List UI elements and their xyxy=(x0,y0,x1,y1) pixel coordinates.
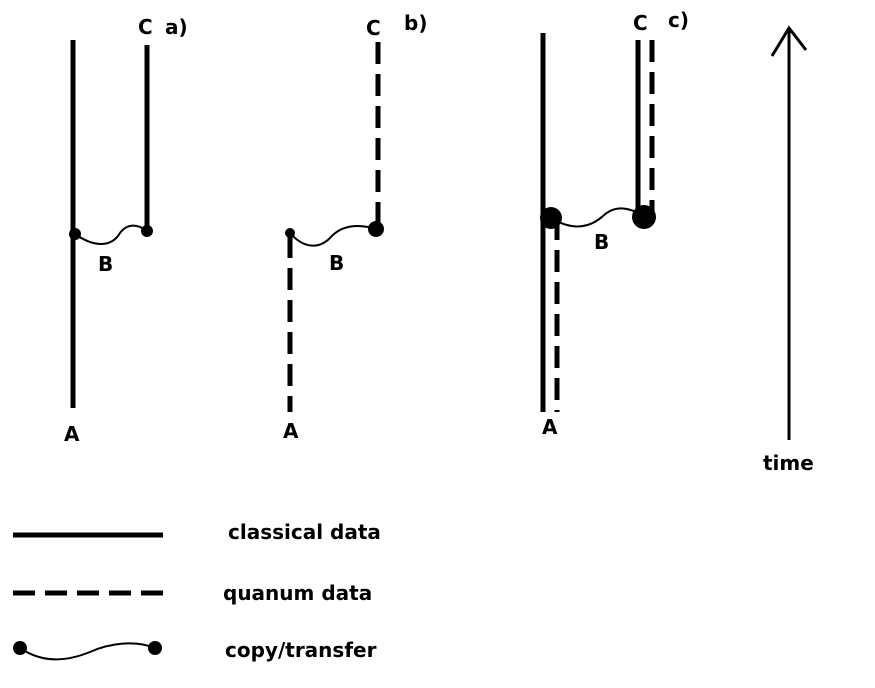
panel-a: C a) B A xyxy=(64,15,188,446)
legend-copy-node-right xyxy=(148,641,162,655)
panel-a-label-B: B xyxy=(98,252,113,276)
legend-classical-label: classical data xyxy=(228,520,381,544)
panel-a-label-C: C xyxy=(138,15,153,39)
panel-c-tag: c) xyxy=(668,8,689,32)
panel-c-node-A xyxy=(540,207,562,229)
panel-b-label-C: C xyxy=(366,16,381,40)
panel-c-transfer-wave xyxy=(552,207,645,228)
legend-copy-wave xyxy=(19,642,156,661)
panel-b-label-B: B xyxy=(329,251,344,275)
legend-quantum-label: quanum data xyxy=(223,581,372,605)
panel-a-node-C xyxy=(141,225,153,237)
panel-b-transfer-wave xyxy=(289,224,377,247)
panel-c-label-B: B xyxy=(594,230,609,254)
time-axis-label: time xyxy=(763,451,814,475)
panel-a-transfer-wave xyxy=(74,224,148,245)
panel-a-label-A: A xyxy=(64,422,80,446)
panel-c-node-C xyxy=(632,205,656,229)
panel-b-node-A xyxy=(285,228,295,238)
legend-copy-node-left xyxy=(13,641,27,655)
panel-c-label-C: C xyxy=(633,11,648,35)
panel-c-label-A: A xyxy=(542,415,558,439)
panel-b: C b) B A xyxy=(283,11,427,443)
time-axis: time xyxy=(763,25,814,475)
legend-copy-label: copy/transfer xyxy=(225,638,377,662)
time-arrowhead-icon xyxy=(770,25,808,57)
panel-c: C c) B A xyxy=(540,8,689,439)
panel-a-tag: a) xyxy=(165,15,188,39)
panel-b-tag: b) xyxy=(404,11,427,35)
panel-b-label-A: A xyxy=(283,419,299,443)
legend: classical data quanum data copy/transfer xyxy=(13,520,381,662)
panel-b-node-C xyxy=(368,221,384,237)
panel-a-node-A xyxy=(69,228,81,240)
